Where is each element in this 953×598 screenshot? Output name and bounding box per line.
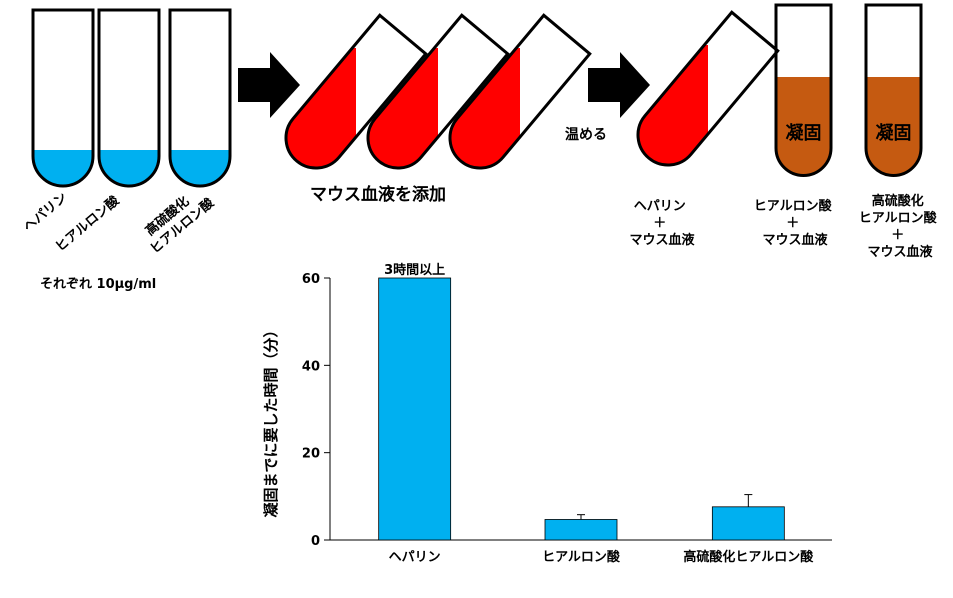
x-tick-label: ヒアルロン酸 — [542, 549, 621, 565]
y-tick-label: 20 — [302, 447, 320, 462]
bar-annotation: 3時間以上 — [384, 262, 445, 278]
tube-high-sulfated — [168, 8, 232, 188]
clot-label: 凝固 — [876, 122, 912, 144]
y-tick-label: 40 — [302, 359, 320, 374]
tube-result-heparin — [628, 10, 780, 178]
result-label-high-sulfated: 高硫酸化 ヒアルロン酸 ＋ マウス血液 — [859, 193, 941, 260]
bar — [378, 277, 452, 541]
x-tick-label: ヘパリン — [389, 550, 441, 565]
clot-label: 凝固 — [786, 122, 822, 144]
x-tick-label: 高硫酸化ヒアルロン酸 — [683, 549, 814, 565]
concentration-text: それぞれ 10μg/ml — [40, 277, 156, 292]
y-tick-label: 60 — [302, 272, 320, 287]
tube-hyaluronic — [97, 8, 161, 188]
bar — [711, 506, 785, 541]
arrow-right-icon — [588, 52, 650, 118]
warm-text: 温める — [565, 127, 607, 143]
add-blood-text: マウス血液を添加 — [310, 184, 446, 205]
tube-heparin — [31, 8, 95, 188]
bar-chart: 凝固までに要した時間（分） 0 20 40 60 3時間以上 ヘパリン ヒアルロン酸 高硫… — [262, 262, 832, 565]
bar — [544, 519, 618, 541]
result-label-heparin: ヘパリン ＋ マウス血液 — [629, 199, 694, 248]
tube-label-high-sulfated: 高硫酸化 ヒアルロン酸 — [136, 181, 218, 257]
result-label-hyaluronic: ヒアルロン酸 ＋ マウス血液 — [754, 198, 836, 248]
y-tick-label: 0 — [311, 534, 320, 549]
tube-label-heparin: ヘパリン — [21, 190, 70, 235]
y-axis-label: 凝固までに要した時間（分） — [262, 322, 280, 517]
tube-result-hyaluronic: 凝固 — [774, 3, 833, 177]
arrow-right-icon — [238, 52, 300, 118]
tube-result-high-sulfated: 凝固 — [864, 3, 923, 177]
